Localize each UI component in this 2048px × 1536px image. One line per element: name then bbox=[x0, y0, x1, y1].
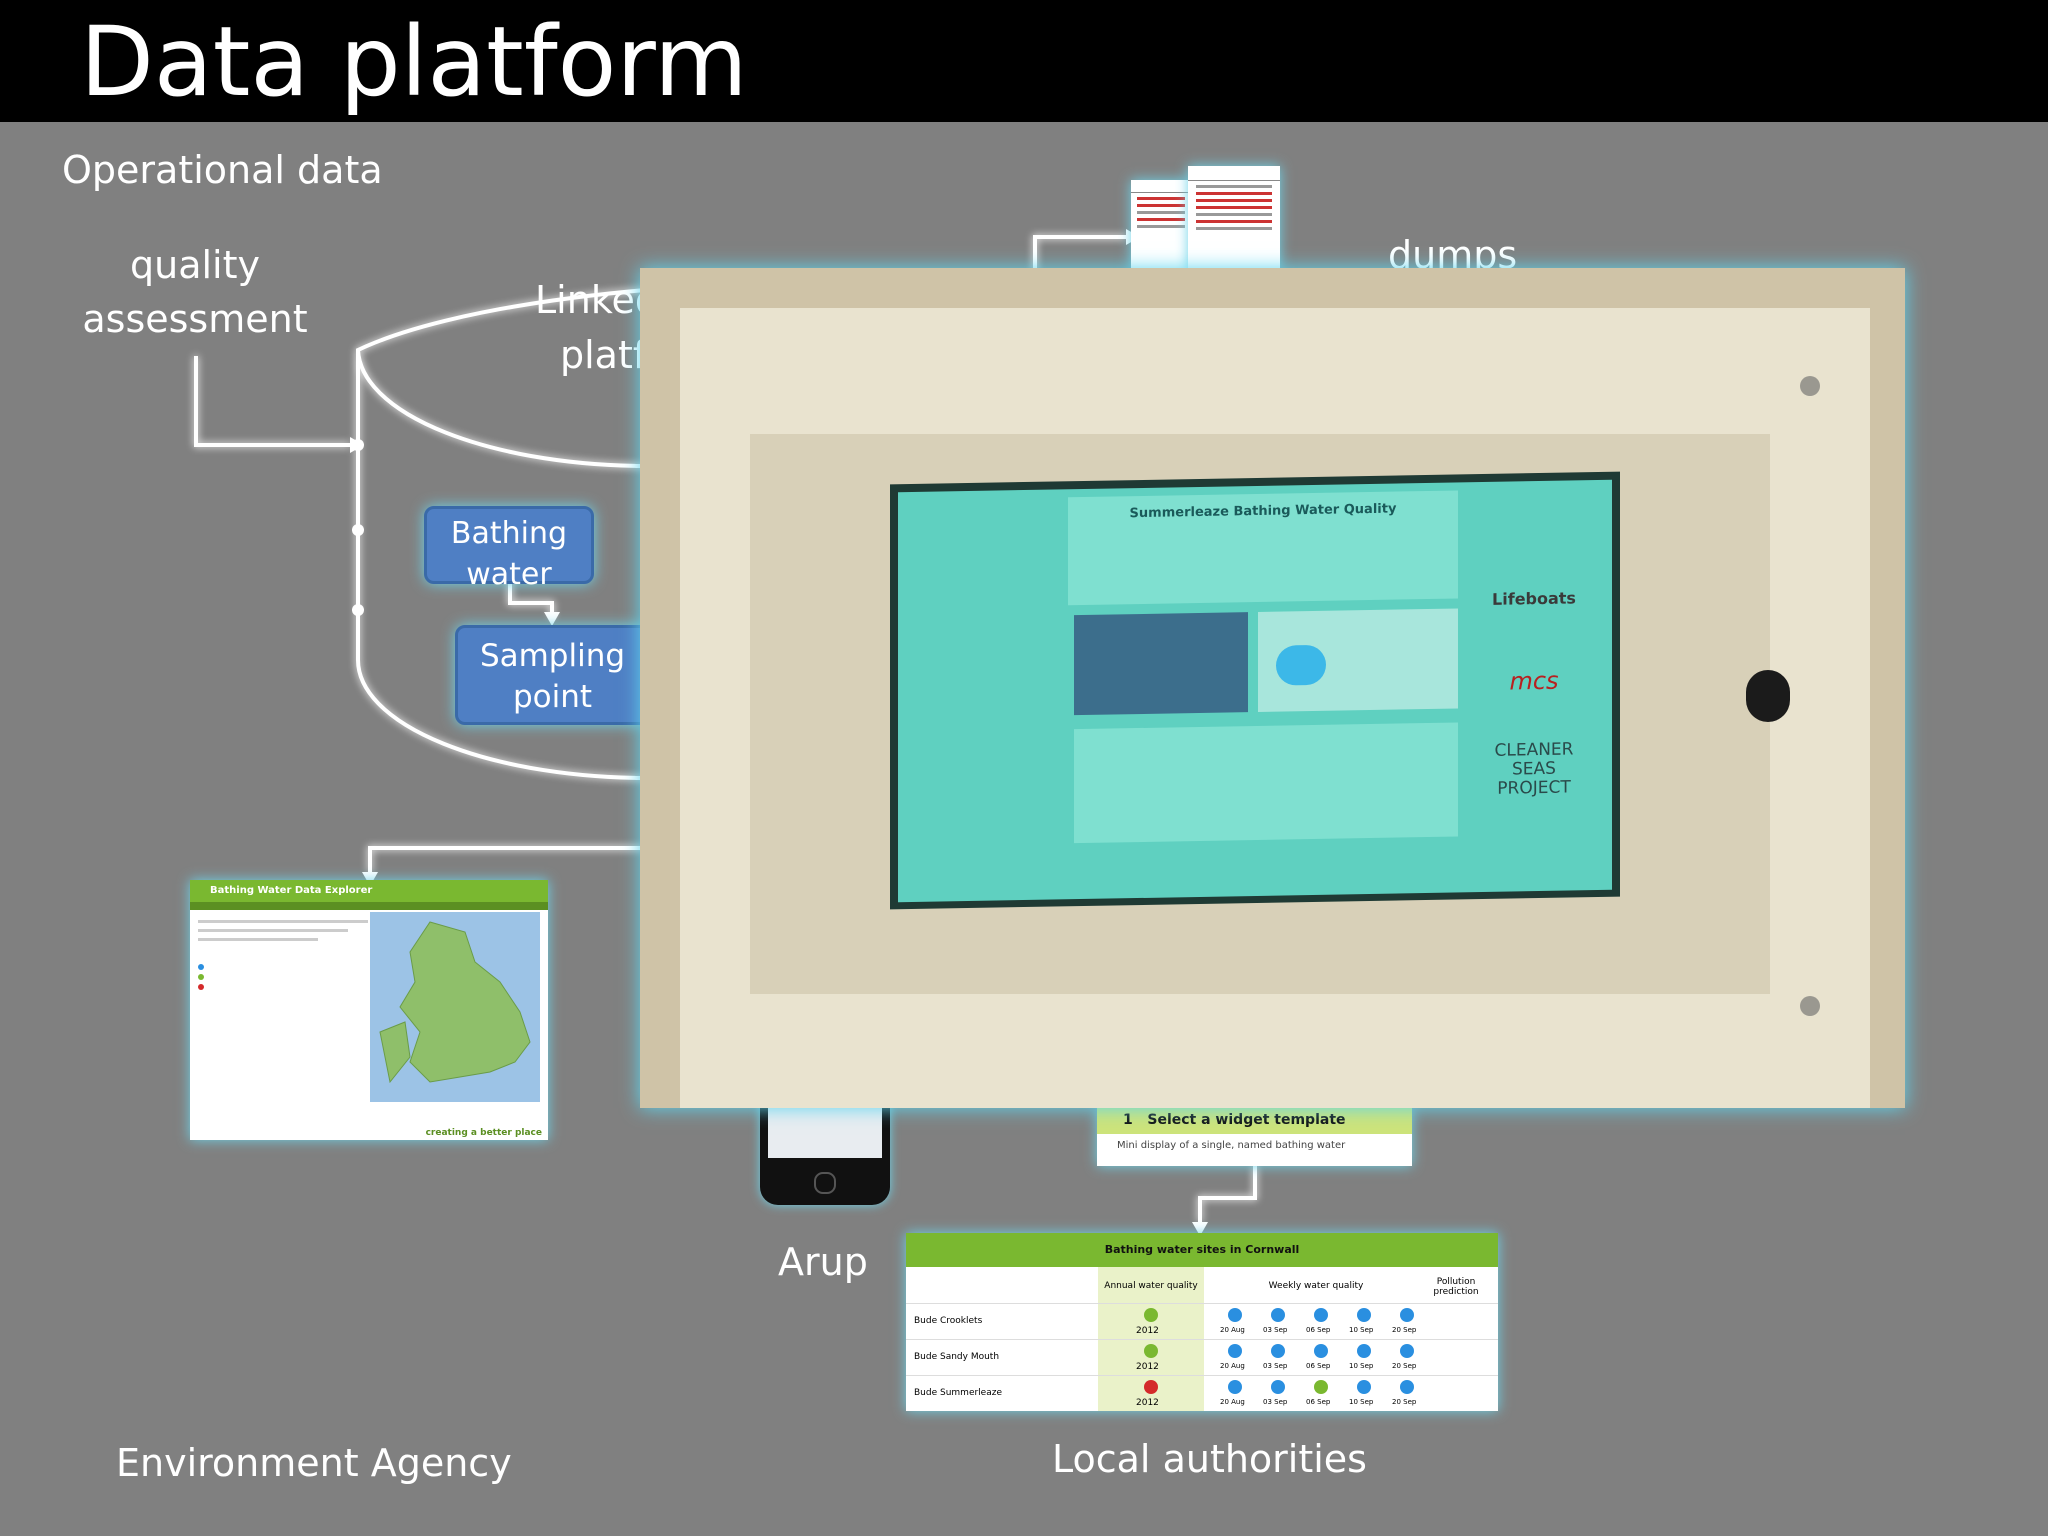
bathing-water-box: Bathing water bbox=[424, 506, 594, 592]
weekly-dot bbox=[1271, 1308, 1285, 1322]
bathing-to-sampling-arrow bbox=[508, 580, 554, 618]
dumps-arrow bbox=[1033, 235, 1126, 272]
row-name: Bude Crooklets bbox=[914, 1316, 983, 1326]
screen-logo-cleaner-seas: CLEANER SEAS PROJECT bbox=[1494, 739, 1574, 799]
date: 10 Sep bbox=[1349, 1398, 1374, 1406]
date: 20 Sep bbox=[1392, 1362, 1417, 1370]
date: 20 Sep bbox=[1392, 1398, 1417, 1406]
kiosk-screen: Summerleaze Bathing Water Quality Lifebo… bbox=[898, 479, 1612, 903]
row-name: Bude Summerleaze bbox=[914, 1388, 1002, 1398]
environment-agency-label: Environment Agency bbox=[116, 1441, 512, 1485]
annual-status-dot bbox=[1144, 1344, 1158, 1358]
quality-assessment-label-line1: quality bbox=[130, 243, 260, 287]
screen-logo-lifeboats: Lifeboats bbox=[1492, 588, 1576, 609]
weekly-dot bbox=[1400, 1308, 1414, 1322]
quality-arrow bbox=[194, 356, 350, 447]
annual-status-dot bbox=[1144, 1308, 1158, 1322]
date: 03 Sep bbox=[1263, 1362, 1288, 1370]
row-year: 2012 bbox=[1136, 1398, 1159, 1408]
date: 06 Sep bbox=[1306, 1362, 1331, 1370]
screw-icon bbox=[1800, 376, 1820, 396]
page-title: Data platform bbox=[80, 6, 748, 118]
col-prediction: Pollution prediction bbox=[1433, 1277, 1479, 1297]
weekly-dot bbox=[1357, 1344, 1371, 1358]
date: 10 Sep bbox=[1349, 1326, 1374, 1334]
date: 03 Sep bbox=[1263, 1326, 1288, 1334]
table-row: Bude Sandy Mouth 2012 20 Aug 03 Sep 06 S… bbox=[906, 1339, 1498, 1376]
annual-status-dot bbox=[1144, 1380, 1158, 1394]
weekly-dot bbox=[1228, 1308, 1242, 1322]
date: 20 Aug bbox=[1220, 1326, 1245, 1334]
local-authority-table: Bathing water sites in Cornwall Annual w… bbox=[906, 1233, 1498, 1411]
operational-data-label: Operational data bbox=[62, 148, 383, 192]
date: 06 Sep bbox=[1306, 1398, 1331, 1406]
row-year: 2012 bbox=[1136, 1362, 1159, 1372]
widget-heading: Select a widget template bbox=[1147, 1112, 1346, 1128]
database-left-side bbox=[356, 350, 651, 781]
bathing-water-explorer-screenshot: Bathing Water Data Explorer creating a b… bbox=[190, 880, 548, 1140]
arup-phone bbox=[760, 1100, 890, 1205]
explorer-arrow bbox=[368, 846, 645, 872]
col-weekly: Weekly water quality bbox=[1268, 1281, 1364, 1291]
date: 20 Aug bbox=[1220, 1362, 1245, 1370]
title-bar bbox=[0, 0, 2048, 122]
kiosk-photo: Summerleaze Bathing Water Quality Lifebo… bbox=[640, 268, 1905, 1108]
weekly-dot bbox=[1314, 1380, 1328, 1394]
row-year: 2012 bbox=[1136, 1326, 1159, 1336]
widget-template-panel: 1 Select a widget template Mini display … bbox=[1097, 1106, 1412, 1166]
weekly-dot bbox=[1400, 1380, 1414, 1394]
weekly-dot bbox=[1228, 1380, 1242, 1394]
explorer-footer: creating a better place bbox=[425, 1128, 542, 1138]
lock-icon bbox=[1746, 670, 1790, 722]
date: 10 Sep bbox=[1349, 1362, 1374, 1370]
widget-step-number: 1 bbox=[1123, 1112, 1133, 1128]
screw-icon bbox=[1800, 996, 1820, 1016]
date: 06 Sep bbox=[1306, 1326, 1331, 1334]
table-row: Bude Crooklets 2012 20 Aug 03 Sep 06 Sep… bbox=[906, 1303, 1498, 1340]
dump-sheet-back bbox=[1131, 180, 1191, 272]
table-header: Bathing water sites in Cornwall bbox=[906, 1233, 1498, 1267]
explorer-map bbox=[370, 912, 540, 1102]
table-row: Bude Summerleaze 2012 20 Aug 03 Sep 06 S… bbox=[906, 1375, 1498, 1411]
col-annual: Annual water quality bbox=[1104, 1281, 1198, 1291]
explorer-header: Bathing Water Data Explorer bbox=[190, 880, 548, 902]
weekly-dot bbox=[1314, 1344, 1328, 1358]
weekly-dot bbox=[1357, 1380, 1371, 1394]
weekly-dot bbox=[1271, 1344, 1285, 1358]
linked-platform-label-line1: Linked bbox=[535, 278, 659, 322]
row-name: Bude Sandy Mouth bbox=[914, 1352, 1000, 1362]
local-authorities-label: Local authorities bbox=[1052, 1437, 1367, 1481]
dump-sheet-front bbox=[1188, 166, 1280, 272]
weekly-dot bbox=[1314, 1308, 1328, 1322]
arup-label: Arup bbox=[778, 1240, 868, 1284]
date: 20 Aug bbox=[1220, 1398, 1245, 1406]
weekly-dot bbox=[1357, 1308, 1371, 1322]
phone-home-button-icon bbox=[814, 1172, 836, 1194]
quality-assessment-label-line2: assessment bbox=[82, 297, 308, 341]
widget-option: Mini display of a single, named bathing … bbox=[1117, 1140, 1346, 1151]
weekly-dot bbox=[1271, 1380, 1285, 1394]
date: 20 Sep bbox=[1392, 1326, 1417, 1334]
sampling-point-box: Sampling point bbox=[455, 625, 650, 725]
screen-logo-mcs: mcs bbox=[1509, 666, 1559, 696]
date: 03 Sep bbox=[1263, 1398, 1288, 1406]
weekly-dot bbox=[1228, 1344, 1242, 1358]
widget-arrow bbox=[1198, 1165, 1257, 1222]
weekly-dot bbox=[1400, 1344, 1414, 1358]
